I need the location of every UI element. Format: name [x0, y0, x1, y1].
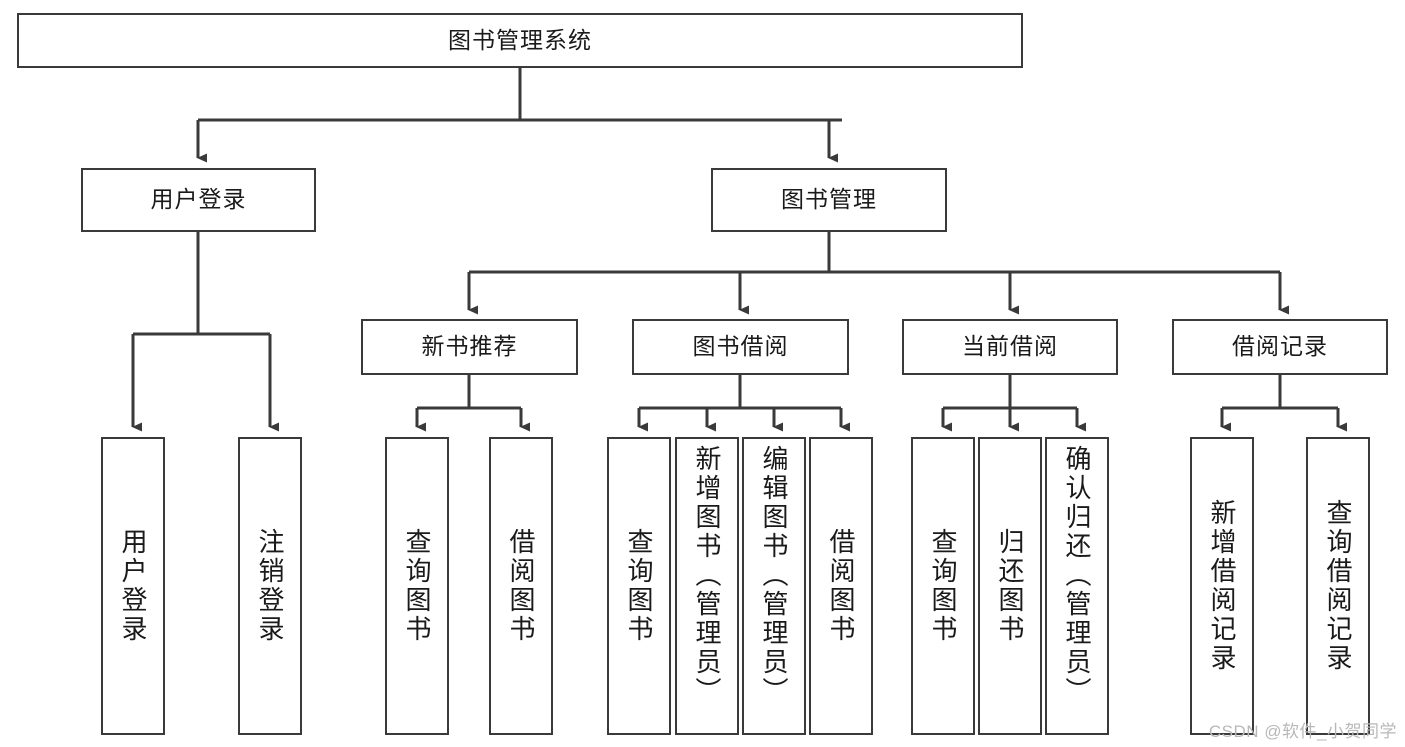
node-label: 归还图书 — [995, 528, 1025, 644]
node-label: 编辑图书（管理员） — [759, 445, 789, 706]
node-label: 注销登录 — [255, 528, 285, 644]
leaf-borrow-book[interactable]: 借阅图书 — [809, 437, 873, 735]
node-label: 借阅记录 — [1232, 333, 1328, 360]
node-label: 查询图书 — [928, 528, 958, 644]
leaf-edit-book-admin[interactable]: 编辑图书（管理员） — [742, 437, 806, 735]
leaf-add-book-admin[interactable]: 新增图书（管理员） — [675, 437, 739, 735]
node-label: 查询图书 — [402, 528, 432, 644]
leaf-confirm-return-admin[interactable]: 确认归还（管理员） — [1045, 437, 1109, 735]
node-label: 新书推荐 — [421, 333, 518, 360]
node-new-book-recommend[interactable]: 新书推荐 — [361, 319, 578, 375]
node-label: 用户登录 — [150, 186, 247, 213]
node-label: 当前借阅 — [962, 333, 1058, 360]
node-label: 借阅图书 — [506, 528, 536, 644]
node-user-login[interactable]: 用户登录 — [81, 168, 316, 232]
node-label: 新增图书（管理员） — [692, 445, 722, 706]
node-current-borrow[interactable]: 当前借阅 — [902, 319, 1118, 375]
leaf-query-borrow-record[interactable]: 查询借阅记录 — [1306, 437, 1370, 735]
node-book-borrow[interactable]: 图书借阅 — [632, 319, 849, 375]
node-label: 图书管理系统 — [448, 26, 592, 53]
node-label: 借阅图书 — [826, 528, 856, 644]
leaf-query-book-recommend[interactable]: 查询图书 — [385, 437, 449, 735]
leaf-user-logout[interactable]: 注销登录 — [238, 437, 302, 735]
leaf-query-book-borrow[interactable]: 查询图书 — [607, 437, 671, 735]
node-book-management[interactable]: 图书管理 — [711, 168, 947, 232]
node-label: 新增借阅记录 — [1207, 499, 1237, 673]
node-label: 查询图书 — [624, 528, 654, 644]
leaf-user-login[interactable]: 用户登录 — [101, 437, 165, 735]
node-label: 图书借阅 — [692, 333, 789, 360]
node-root-system[interactable]: 图书管理系统 — [17, 13, 1023, 68]
node-label: 图书管理 — [781, 186, 877, 213]
node-label: 查询借阅记录 — [1323, 499, 1353, 673]
leaf-return-book[interactable]: 归还图书 — [978, 437, 1042, 735]
leaf-query-book-current[interactable]: 查询图书 — [911, 437, 975, 735]
node-borrow-record[interactable]: 借阅记录 — [1172, 319, 1388, 375]
leaf-borrow-book-recommend[interactable]: 借阅图书 — [489, 437, 553, 735]
node-label: 确认归还（管理员） — [1062, 445, 1092, 706]
node-label: 用户登录 — [118, 528, 148, 644]
leaf-add-borrow-record[interactable]: 新增借阅记录 — [1190, 437, 1254, 735]
